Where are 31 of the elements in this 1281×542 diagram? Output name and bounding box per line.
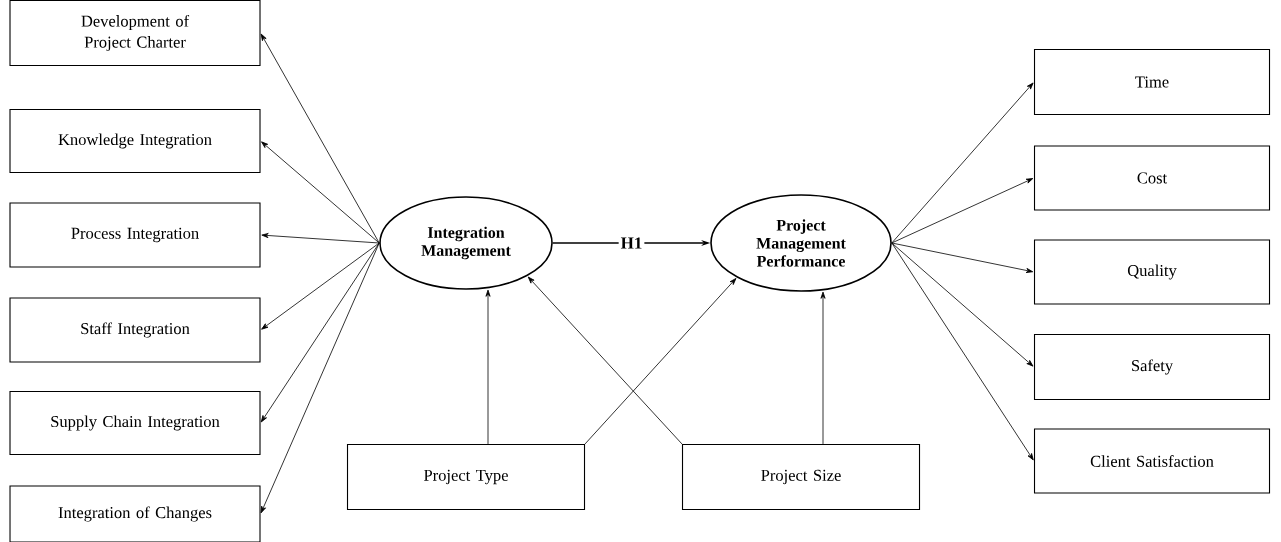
box-node: Knowledge Integration (9, 108, 261, 174)
arrow (261, 233, 380, 244)
arrow (260, 33, 380, 244)
ellipse-node: Integration Management (379, 196, 553, 290)
box-node: Time (1033, 48, 1271, 116)
arrow (584, 278, 737, 445)
box-node: Process Integration (9, 202, 261, 268)
arrow (260, 242, 380, 423)
box-node: Integration of Changes (9, 485, 261, 542)
box-node: Quality (1033, 239, 1271, 305)
arrow (891, 242, 1034, 273)
arrow (891, 242, 1034, 461)
box-node: Project Size (681, 443, 921, 511)
box-node: Development of Project Charter (9, 0, 261, 67)
box-node: Project Type (346, 443, 586, 511)
box-node: Staff Integration (9, 297, 261, 363)
ellipse-node: Project Management Performance (710, 194, 892, 292)
arrow (485, 289, 491, 445)
arrow (891, 82, 1034, 244)
arrow (891, 242, 1034, 367)
box-node: Supply Chain Integration (9, 390, 261, 456)
arrow (820, 291, 826, 445)
arrow (260, 242, 380, 514)
edge-label: H1 (618, 235, 645, 251)
arrow (891, 178, 1034, 244)
arrow (527, 276, 683, 445)
arrow (261, 141, 380, 244)
box-node: Cost (1033, 145, 1271, 211)
arrow (261, 242, 380, 330)
box-node: Safety (1033, 333, 1271, 401)
box-node: Client Satisfaction (1033, 428, 1271, 494)
